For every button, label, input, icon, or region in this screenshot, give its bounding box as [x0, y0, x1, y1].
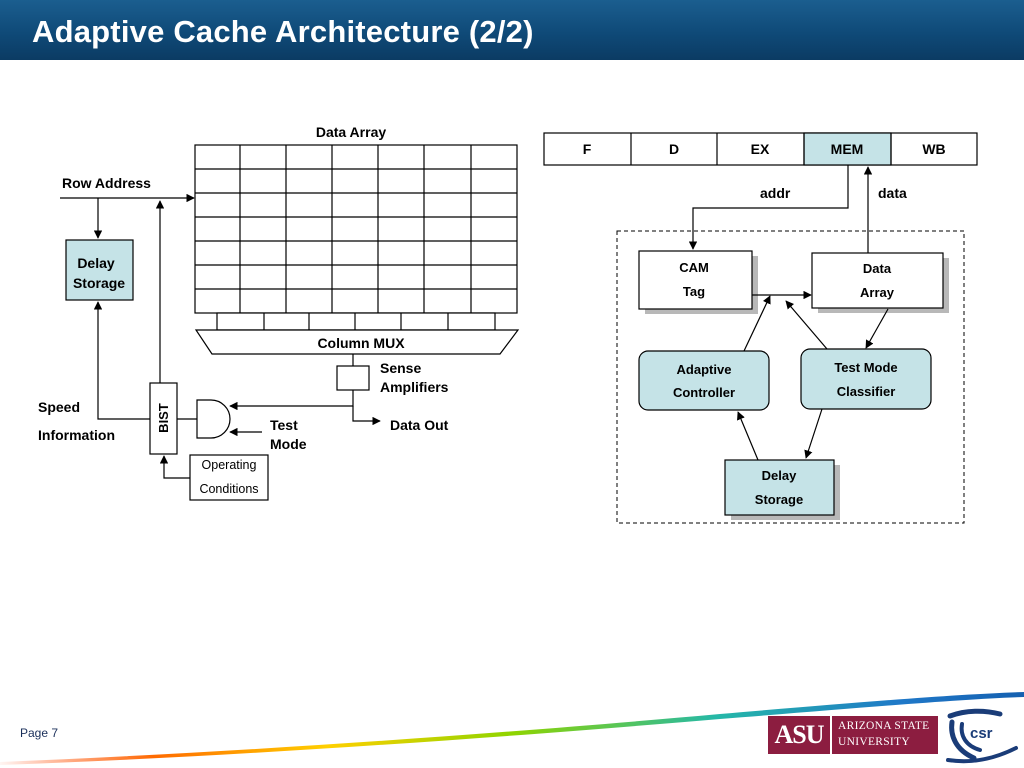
slide-title: Adaptive Cache Architecture (2/2) [32, 14, 534, 49]
speed-to-delay-arrow [93, 301, 150, 420]
test-mode-classifier-box [800, 348, 932, 410]
asu-mark: ASU [768, 716, 830, 754]
sense-label-line1: Sense [380, 360, 421, 376]
column-mux [194, 329, 520, 355]
pipeline-stage-highlight [803, 132, 892, 166]
test-mode-line1: Test [270, 417, 298, 433]
operating-line1: Operating [202, 458, 257, 472]
cache-boundary [616, 230, 965, 524]
classifier-line2: Classifier [837, 384, 896, 399]
title-bar: Adaptive Cache Architecture (2/2) [0, 0, 1024, 60]
classifier-line1: Test Mode [834, 360, 897, 375]
operating-line2: Conditions [199, 482, 258, 496]
pipeline-stage: D [669, 141, 679, 157]
data-out-arrow [352, 406, 381, 426]
right-data-array-line1: Data [863, 261, 892, 276]
cam-line2: Tag [683, 284, 705, 299]
asu-name-line1: ARIZONA STATE [838, 720, 930, 732]
bist-label: BIST [156, 403, 171, 433]
csr-logo: csr [946, 708, 1018, 764]
page-number: Page 7 [20, 726, 59, 740]
speed-line2: Information [38, 427, 115, 443]
bist-box [149, 382, 178, 455]
sense-amplifier-box [336, 365, 370, 391]
sense-label-line2: Amplifiers [380, 379, 449, 395]
left-delay-line1: Delay [77, 255, 115, 271]
sense-to-gate-arrow [229, 390, 354, 411]
column-mux-strip [216, 312, 496, 331]
addr-label: addr [760, 185, 791, 201]
left-delay-line2: Storage [73, 275, 125, 291]
pipeline-stage: MEM [831, 141, 864, 157]
pipeline-stages: F D EX MEM WB [543, 132, 978, 166]
conditions-to-bist-arrow [159, 455, 190, 479]
pipeline-stage: F [583, 141, 592, 157]
classifier-to-cam-arrow [785, 300, 828, 350]
right-delay-line2: Storage [755, 492, 803, 507]
footer-swoosh [0, 692, 1024, 765]
row-address-label: Row Address [62, 175, 151, 191]
left-delay-storage-box [65, 239, 134, 301]
right-data-array-line2: Array [860, 285, 895, 300]
addr-arrow [688, 165, 849, 250]
test-mode-line2: Mode [270, 436, 307, 452]
asu-wordmark: ARIZONA STATE UNIVERSITY [830, 716, 938, 754]
csr-mark: csr [970, 725, 993, 742]
array-to-classifier-arrow [865, 308, 889, 349]
adaptive-line1: Adaptive [677, 362, 732, 377]
right-delay-line1: Delay [762, 468, 797, 483]
pipeline-stage: WB [922, 141, 945, 157]
column-mux-label: Column MUX [317, 335, 405, 351]
adaptive-controller-box [638, 350, 770, 411]
right-delay-storage-box [724, 459, 835, 516]
cam-line1: CAM [679, 260, 709, 275]
architecture-diagram: Data Array Column MUX Sense Amplifiers D… [38, 124, 978, 524]
cam-tag-box [638, 250, 753, 310]
controller-to-cam-arrow [743, 295, 771, 352]
and-gate [196, 399, 231, 439]
pipeline-stage: EX [751, 141, 770, 157]
data-array-grid [194, 144, 518, 314]
asu-logo: ASU ARIZONA STATE UNIVERSITY [768, 716, 938, 754]
asu-name-line2: UNIVERSITY [838, 736, 910, 748]
data-label: data [878, 185, 907, 201]
delay-to-controller-arrow [737, 411, 759, 461]
data-out-label: Data Out [390, 417, 449, 433]
right-data-array-box [811, 252, 944, 309]
speed-line1: Speed [38, 399, 80, 415]
classifier-to-delay-arrow [804, 408, 823, 459]
adaptive-line2: Controller [673, 385, 735, 400]
data-array-label: Data Array [316, 124, 387, 140]
